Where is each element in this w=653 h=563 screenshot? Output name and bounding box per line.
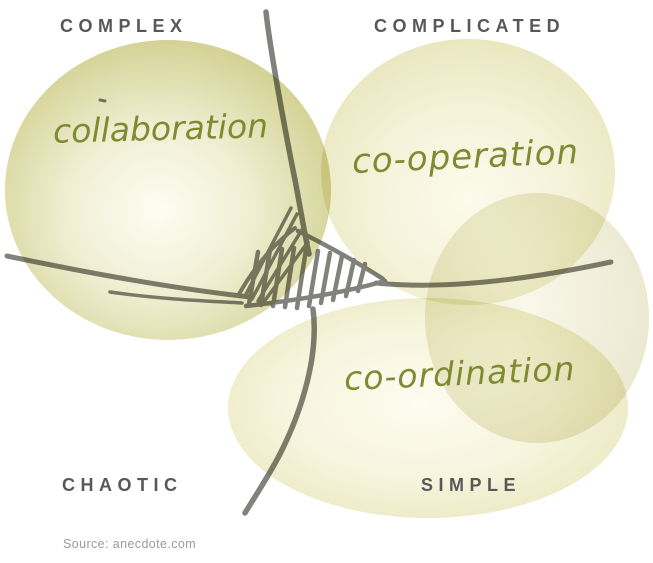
hand-drawn-dividers xyxy=(4,9,614,516)
hub-hatching xyxy=(243,228,388,311)
divider-left-stroke xyxy=(4,253,253,300)
divider-right-stroke xyxy=(373,259,614,288)
blob-label-collaboration: collaboration xyxy=(52,106,269,151)
quadrant-label-simple: SIMPLE xyxy=(421,475,522,495)
blob-collaboration xyxy=(5,40,331,340)
source-attribution: Source: anecdote.com xyxy=(63,537,197,551)
quadrant-label-complicated: COMPLICATED xyxy=(374,16,566,36)
divider-left-stroke-echo xyxy=(108,290,244,305)
quadrant-label-complex: COMPLEX xyxy=(60,16,188,36)
divider-down-stroke xyxy=(242,306,317,516)
stray-pen-mark xyxy=(98,98,107,103)
quadrant-label-chaotic: CHAOTIC xyxy=(62,475,183,495)
blob-coordination xyxy=(228,298,628,518)
blob-shapes xyxy=(5,39,649,518)
